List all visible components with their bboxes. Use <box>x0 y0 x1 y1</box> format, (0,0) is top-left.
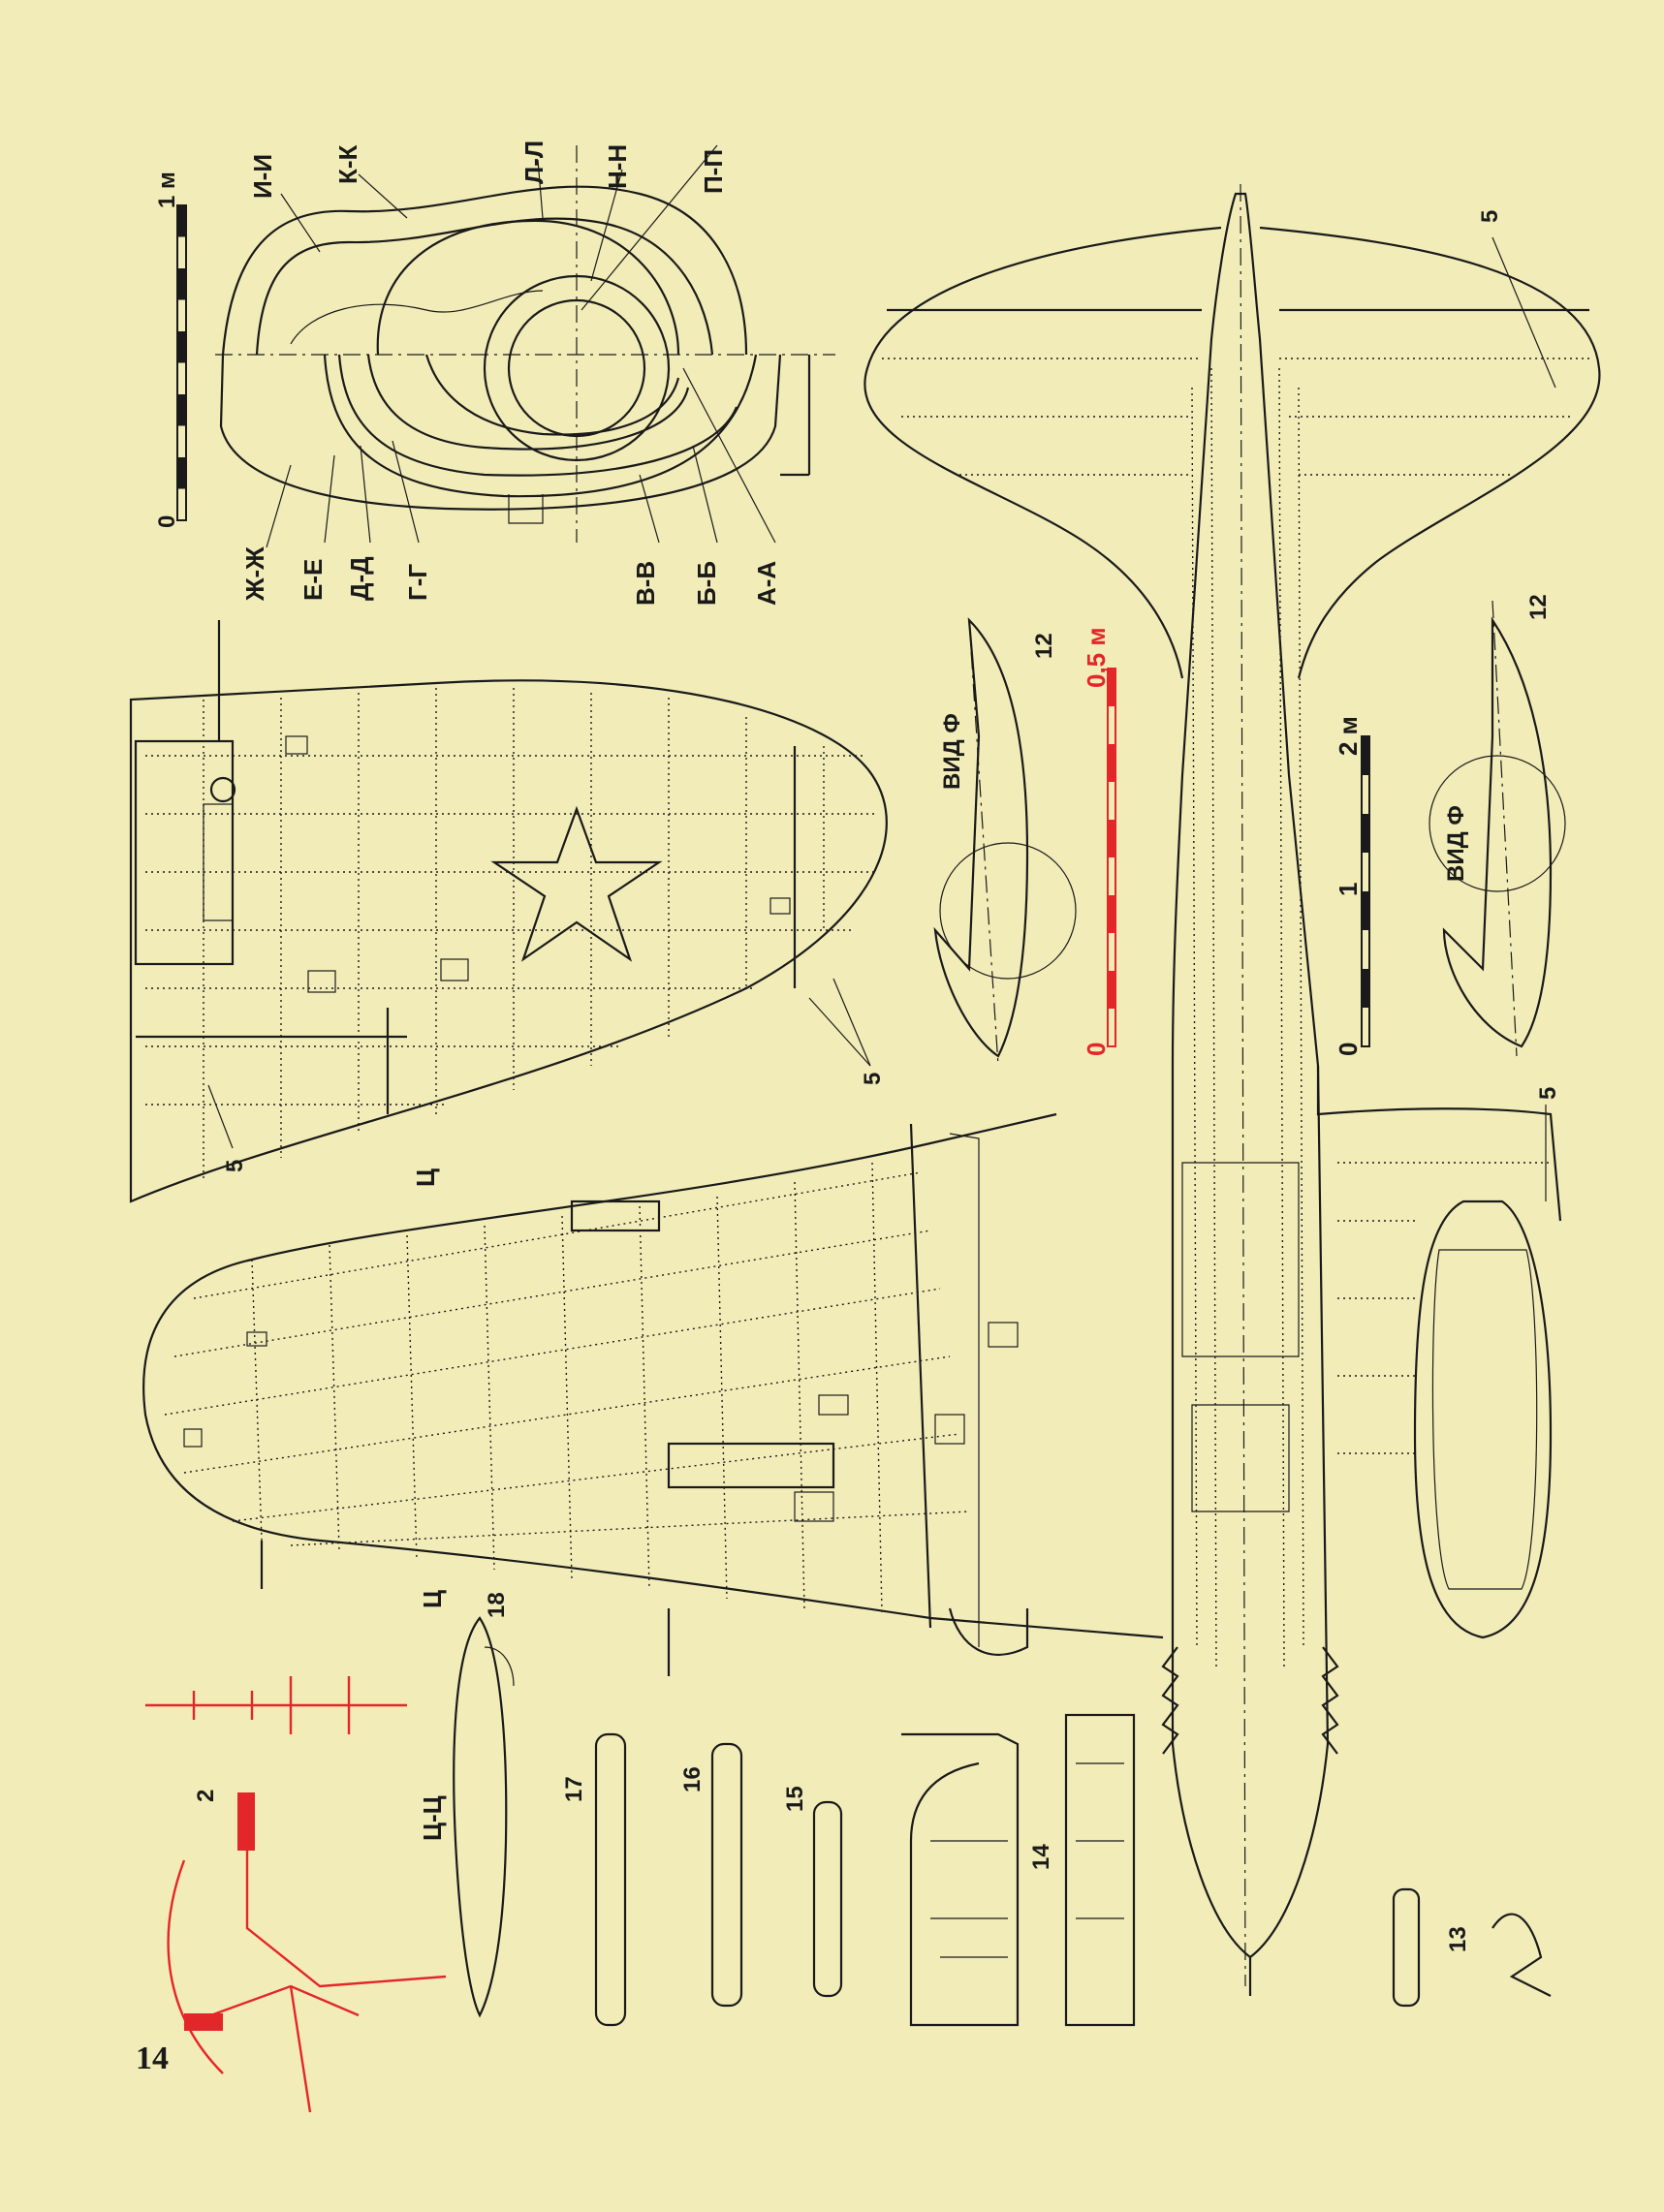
fuselage-plan-drawing: 5 5 <box>863 183 1601 1996</box>
section-label-d: Д-Д <box>345 556 374 601</box>
view-f-label-left: ВИД Ф <box>939 713 965 790</box>
scale-red-end: 0,5 м <box>1082 627 1111 688</box>
fuselage-sections-drawing <box>215 144 835 548</box>
scale-right-end: 2 м <box>1334 716 1363 756</box>
callout-5-wing-root: 5 <box>1535 1087 1561 1100</box>
section-label-v: В-В <box>631 561 660 606</box>
callout-17: 17 <box>561 1776 587 1802</box>
view-f-right-detail: ВИД Ф 12 <box>1429 594 1566 1057</box>
scale-top-end: 1 м <box>154 171 180 208</box>
callout-18: 18 <box>484 1592 510 1618</box>
callout-14: 14 <box>1028 1844 1054 1870</box>
scale-bar-right: 0 1 2 м <box>1334 716 1370 1056</box>
scale-segment <box>177 268 185 300</box>
section-label-e: Е-Е <box>298 559 328 601</box>
scale-segment <box>1108 971 1115 1009</box>
section-label-i: И-И <box>248 154 277 199</box>
scale-segment <box>1362 736 1369 775</box>
callout-5-stab-right: 5 <box>860 1073 886 1085</box>
scale-segment <box>1362 969 1369 1008</box>
scale-segment <box>1108 669 1115 706</box>
scale-bar-red: 0 0,5 м <box>1082 627 1116 1056</box>
antenna-detail: 13 <box>1392 1887 1552 2008</box>
view-f-left-detail: ВИД Ф 12 <box>933 617 1077 1067</box>
callout-12-right: 12 <box>1525 594 1552 620</box>
scale-segment <box>1362 891 1369 930</box>
callout-12-left: 12 <box>1031 633 1057 659</box>
scale-segment <box>1108 744 1115 782</box>
landing-gear-detail-red: 2 <box>145 1676 447 2113</box>
section-label-p: П-П <box>699 149 728 194</box>
page-number: 14 <box>136 2041 169 2076</box>
section-labels-top: И-И К-К Л-Л Н-Н П-П <box>248 140 728 199</box>
section-label-zh: Ж-Ж <box>240 546 269 602</box>
scale-segment <box>177 331 185 363</box>
bomb-details: 17 16 15 <box>561 1732 843 2027</box>
view-f-label-right: ВИД Ф <box>1443 805 1469 882</box>
tse-mark-wing: Ц <box>411 1168 440 1187</box>
section-label-k: К-К <box>333 144 362 184</box>
stabilizer-plan-drawing: 5 5 Ц <box>129 620 888 1203</box>
section-label-g: Г-Г <box>403 564 432 601</box>
tse-mark-section: Ц <box>418 1590 447 1608</box>
callout-15: 15 <box>782 1786 808 1812</box>
main-wing-plan-drawing <box>142 1112 1164 1676</box>
section-label-b: Б-Б <box>692 561 721 606</box>
tse-section-name: Ц-Ц <box>418 1795 447 1841</box>
section-label-a: А-А <box>752 561 781 606</box>
scale-segment <box>1108 820 1115 857</box>
callout-16: 16 <box>679 1766 706 1792</box>
scale-red-zero: 0 <box>1082 1043 1111 1056</box>
callout-13: 13 <box>1445 1926 1471 1952</box>
section-label-l: Л-Л <box>519 140 549 184</box>
section-labels-bottom: Ж-Ж Е-Е Д-Д Г-Г В-В Б-Б А-А <box>240 546 781 606</box>
callout-5-stab-left: 5 <box>222 1160 248 1172</box>
scale-segment <box>1362 814 1369 853</box>
scale-right-zero: 0 <box>1334 1043 1363 1056</box>
callout-5-tail: 5 <box>1477 210 1503 223</box>
scale-segment <box>177 205 185 237</box>
section-label-n: Н-Н <box>603 144 632 189</box>
scale-right-mid: 1 <box>1334 883 1363 896</box>
scale-bar-top: 0 1 м <box>154 171 187 528</box>
scale-top-zero: 0 <box>154 515 180 528</box>
scale-segment <box>1108 895 1115 933</box>
callout-2: 2 <box>193 1790 219 1802</box>
scale-segment <box>177 457 185 489</box>
bomb-section-detail: 18 Ц Ц-Ц <box>418 1590 515 2018</box>
cockpit-canopy-details: 14 <box>901 1713 1136 2027</box>
scale-segment <box>177 394 185 426</box>
